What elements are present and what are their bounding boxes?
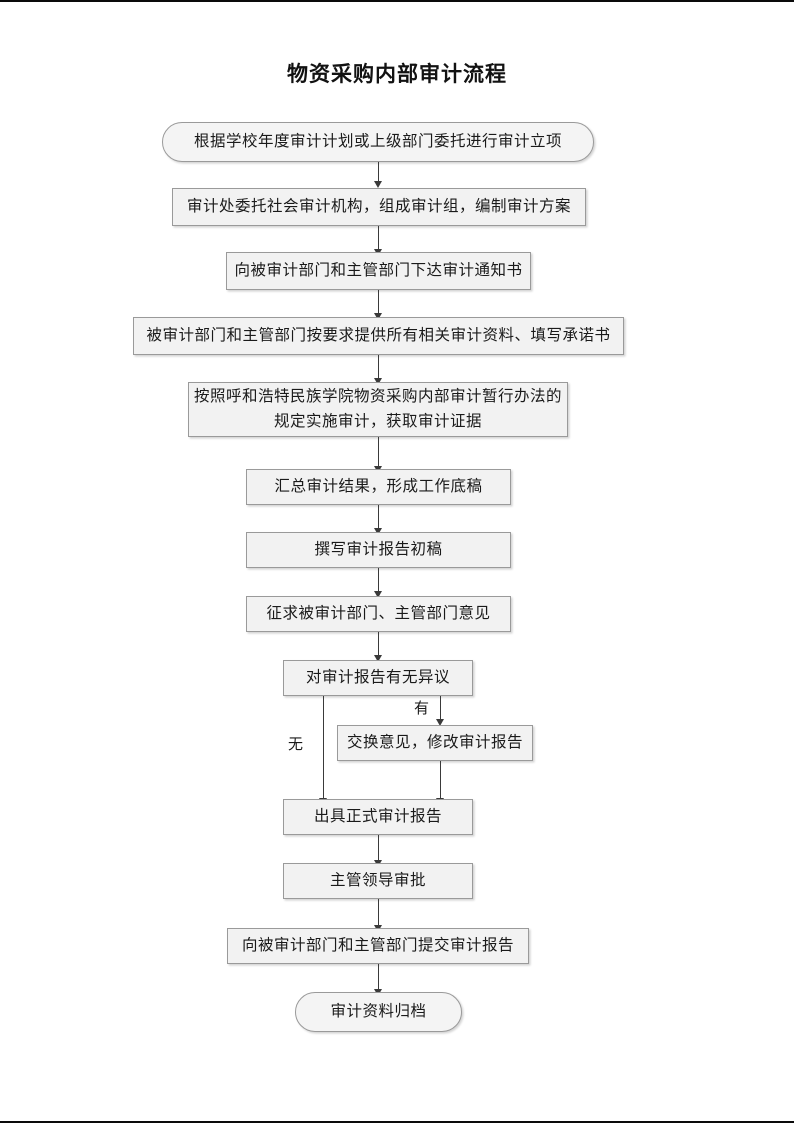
flow-node-objection-decision[interactable]: 对审计报告有无异议 xyxy=(283,660,473,696)
connector-n6-n7 xyxy=(378,505,379,529)
flow-node-provide-audit-materials[interactable]: 被审计部门和主管部门按要求提供所有相关审计资料、填写承诺书 xyxy=(133,317,624,355)
arrowhead-n3-n4 xyxy=(373,313,382,320)
flow-node-engage-audit-firm[interactable]: 审计处委托社会审计机构，组成审计组，编制审计方案 xyxy=(172,188,586,226)
flow-node-draft-audit-report[interactable]: 撰写审计报告初稿 xyxy=(246,532,511,568)
connector-n3-n4 xyxy=(378,290,379,314)
flow-node-issue-audit-notice[interactable]: 向被审计部门和主管部门下达审计通知书 xyxy=(226,252,531,290)
page-title: 物资采购内部审计流程 xyxy=(287,63,507,86)
connector-n4-n5 xyxy=(378,355,379,379)
branch-label-no: 无 xyxy=(288,737,304,753)
connector-n7-n8 xyxy=(378,568,379,592)
arrowhead-n7-n8 xyxy=(373,591,382,598)
branch-label-yes: 有 xyxy=(414,701,430,717)
connector-n5-n6 xyxy=(378,437,379,467)
connector-n1-n2 xyxy=(378,162,379,182)
flow-node-solicit-opinions[interactable]: 征求被审计部门、主管部门意见 xyxy=(246,596,511,632)
connector-n2-n3 xyxy=(378,226,379,250)
flow-node-issue-formal-report[interactable]: 出具正式审计报告 xyxy=(283,799,473,835)
arrowhead-n4-n5 xyxy=(373,378,382,385)
flow-node-conduct-audit-line1: 按照呼和浩特民族学院物资采购内部审计暂行办法的 xyxy=(193,388,562,406)
flow-node-audit-project-initiation[interactable]: 根据学校年度审计计划或上级部门委托进行审计立项 xyxy=(162,122,594,162)
page-rule-top xyxy=(0,0,794,2)
flow-node-summarize-results[interactable]: 汇总审计结果，形成工作底稿 xyxy=(246,469,511,505)
connector-n9-n11-no xyxy=(323,696,324,799)
connector-n11-n12 xyxy=(378,835,379,861)
flow-node-conduct-audit[interactable]: 按照呼和浩特民族学院物资采购内部审计暂行办法的 规定实施审计，获取审计证据 xyxy=(188,382,568,437)
flow-node-archive-materials[interactable]: 审计资料归档 xyxy=(295,992,462,1032)
flow-node-exchange-and-revise[interactable]: 交换意见，修改审计报告 xyxy=(337,725,533,761)
connector-n9-n10-yes xyxy=(440,696,441,720)
connector-n10-n11 xyxy=(440,761,441,799)
connector-n12-n13 xyxy=(378,899,379,926)
arrowhead-n1-n2 xyxy=(373,181,382,188)
arrowhead-n6-n7 xyxy=(373,528,382,535)
connector-n13-n14 xyxy=(378,964,379,990)
page-rule-bottom xyxy=(0,1121,794,1123)
flow-node-submit-report[interactable]: 向被审计部门和主管部门提交审计报告 xyxy=(227,928,529,964)
flow-node-conduct-audit-line2: 规定实施审计，获取审计证据 xyxy=(273,412,482,430)
connector-n8-n9 xyxy=(378,632,379,656)
flow-node-leader-approval[interactable]: 主管领导审批 xyxy=(283,863,473,899)
arrowhead-n8-n9 xyxy=(373,655,382,662)
arrowhead-n9-n10-yes xyxy=(435,719,444,726)
